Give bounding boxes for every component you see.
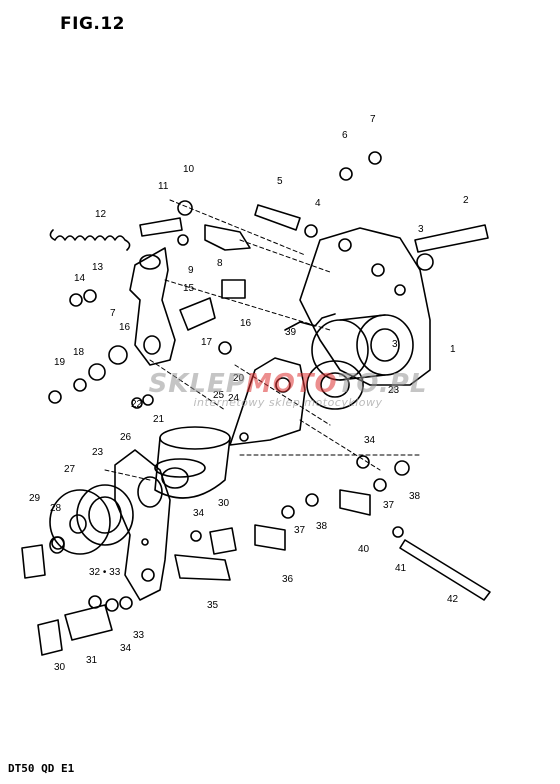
callout-label: 7 xyxy=(110,308,116,319)
part-bushing-16 xyxy=(221,279,246,299)
callout-label: 26 xyxy=(120,432,132,443)
part-bracket xyxy=(284,227,431,386)
callout-label: 19 xyxy=(54,357,66,368)
small-parts xyxy=(48,151,434,612)
callout-label: 7 xyxy=(370,114,376,125)
figure-title: FIG.12 xyxy=(60,14,126,34)
callout-label: 40 xyxy=(358,544,370,555)
callout-label: 35 xyxy=(207,600,219,611)
callout-label: 3 xyxy=(392,339,398,350)
callout-label: 5 xyxy=(277,176,283,187)
callout-label: 17 xyxy=(201,337,213,348)
part-shaft-42 xyxy=(399,539,491,601)
callout-label: 39 xyxy=(285,327,297,338)
part-bolt-5 xyxy=(254,204,301,231)
callout-label: 23 xyxy=(92,447,104,458)
part-link-40 xyxy=(339,489,371,516)
callout-label: 34 xyxy=(364,435,376,446)
part-bolt-11 xyxy=(139,217,183,237)
part-link-35 xyxy=(174,554,231,581)
part-bolt-2 xyxy=(414,224,489,253)
callout-label: 1 xyxy=(450,344,456,355)
callout-label: 32 • 33 xyxy=(89,567,121,578)
callout-label: 13 xyxy=(92,262,104,273)
part-bolt-30b xyxy=(209,527,237,555)
part-bolt-30 xyxy=(37,619,63,656)
callout-label: 18 xyxy=(73,347,85,358)
callout-label: 15 xyxy=(183,283,195,294)
callout-label: 16 xyxy=(240,318,252,329)
callout-label: 42 xyxy=(447,594,459,605)
model-code: DT50 QD E1 xyxy=(8,762,75,775)
callout-label: 16 xyxy=(119,322,131,333)
callout-label: 12 xyxy=(95,209,107,220)
callout-label: 4 xyxy=(315,198,321,209)
callout-label: 10 xyxy=(183,164,195,175)
part-lever xyxy=(114,449,171,601)
callout-label: 27 xyxy=(64,464,76,475)
part-roller-disc xyxy=(306,360,364,410)
part-plate xyxy=(229,357,306,446)
callout-label: 24 xyxy=(228,393,240,404)
callout-label: 22 xyxy=(131,399,143,410)
callout-label: 33 xyxy=(133,630,145,641)
callout-label: 14 xyxy=(74,273,86,284)
part-spring xyxy=(49,229,131,251)
callout-label: 37 xyxy=(383,500,395,511)
part-link-8 xyxy=(204,224,251,251)
callout-label: 3 xyxy=(418,224,424,235)
callout-label: 21 xyxy=(153,414,165,425)
callout-label: 25 xyxy=(213,390,225,401)
callout-label: 34 xyxy=(120,643,132,654)
callout-label: 20 xyxy=(233,373,245,384)
callout-label: 41 xyxy=(395,563,407,574)
callout-label: 9 xyxy=(188,265,194,276)
part-bolt-29 xyxy=(21,544,46,579)
callout-label: 37 xyxy=(294,525,306,536)
callout-label: 29 xyxy=(29,493,41,504)
part-bracket-31 xyxy=(64,604,113,641)
part-support-bracket xyxy=(129,247,176,366)
part-link-36 xyxy=(254,524,286,551)
callout-label: 38 xyxy=(409,491,421,502)
callout-label: 2 xyxy=(463,195,469,206)
callout-label: 23 xyxy=(388,385,400,396)
part-roller xyxy=(154,426,231,499)
part-pin-17 xyxy=(179,297,216,331)
callout-label: 28 xyxy=(50,503,62,514)
callout-label: 11 xyxy=(158,181,169,192)
callout-label: 38 xyxy=(316,521,328,532)
callout-label: 31 xyxy=(86,655,98,666)
callout-label: 30 xyxy=(54,662,66,673)
callout-label: 36 xyxy=(282,574,294,585)
callout-label: 8 xyxy=(217,258,223,269)
callout-label: 34 xyxy=(193,508,205,519)
callout-label: 30 xyxy=(218,498,230,509)
callout-label: 6 xyxy=(342,130,348,141)
part-pulley xyxy=(49,484,134,555)
